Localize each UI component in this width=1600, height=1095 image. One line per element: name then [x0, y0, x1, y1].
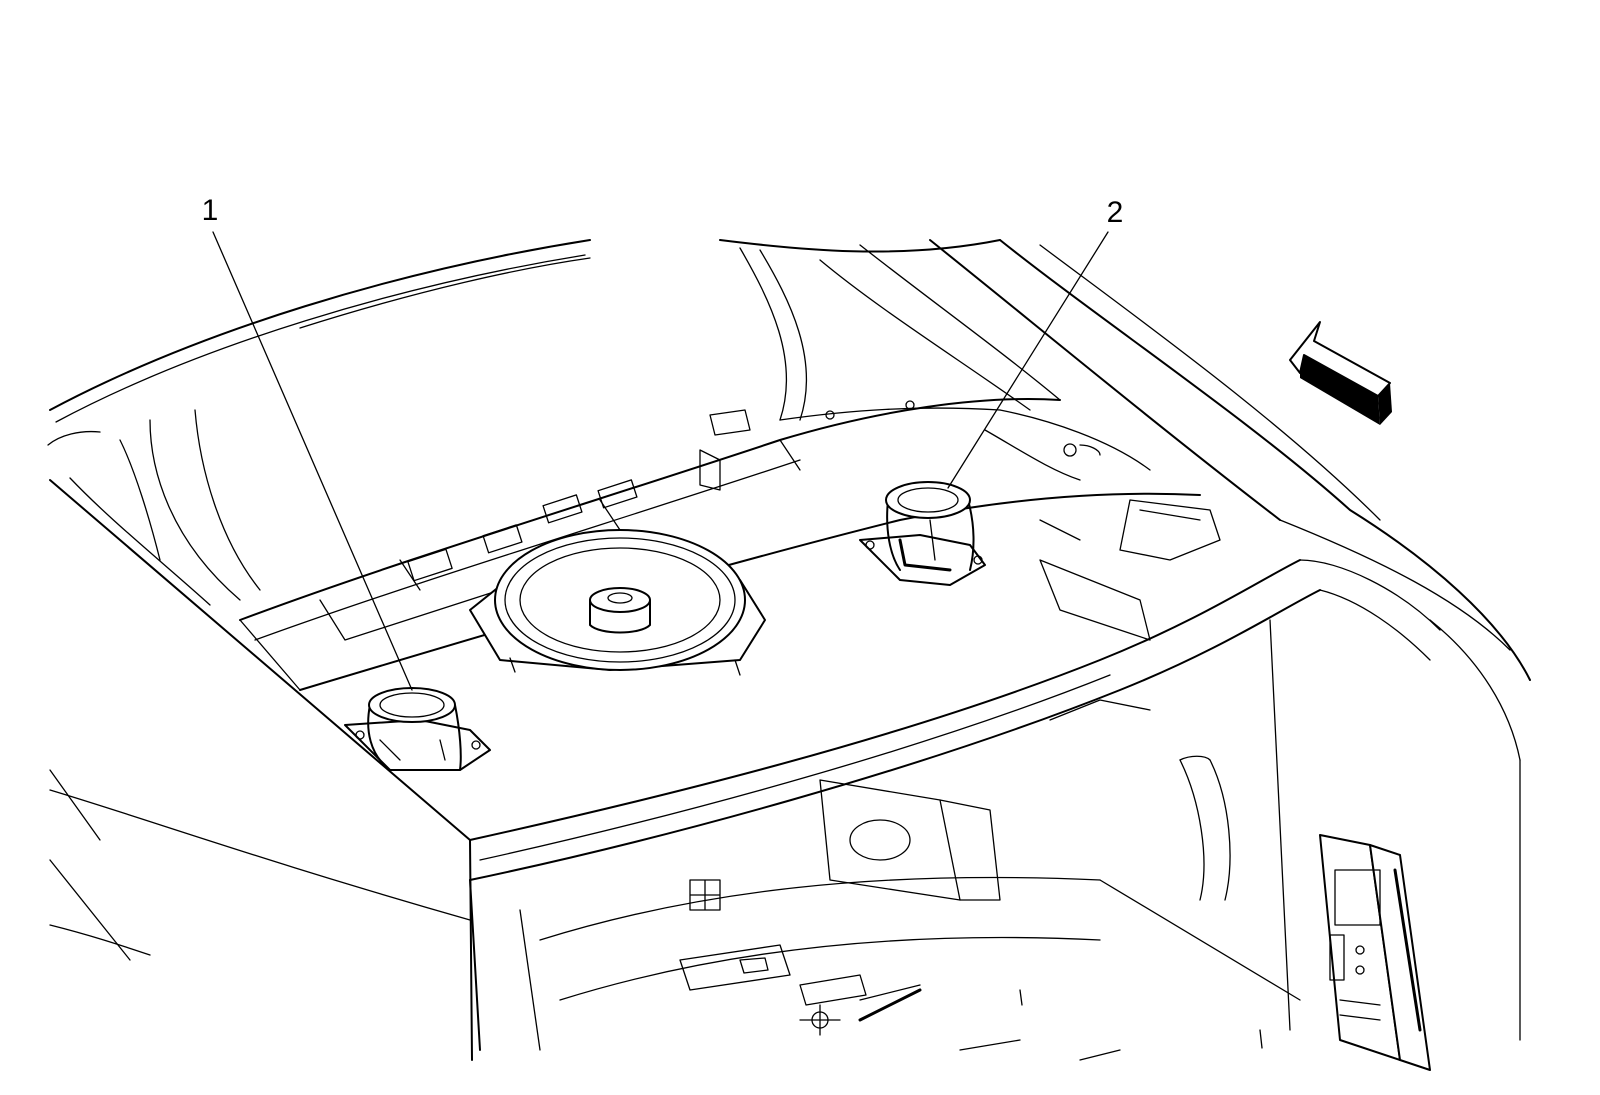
shelf-far-edge-details	[779, 400, 1221, 641]
callout-1-leader-line	[212, 231, 413, 691]
rear-header-crossmember	[469, 559, 1441, 1051]
subwoofer-speaker	[469, 529, 766, 676]
front-direction-arrow-icon	[1289, 321, 1392, 425]
rear-package-shelf	[239, 398, 1201, 691]
trunk-floor	[539, 876, 1263, 1061]
callout-2-label: 2	[1107, 196, 1124, 229]
left-rear-speaker	[344, 687, 491, 771]
callout-1-label: 1	[202, 194, 219, 227]
trunk-inner-panels	[689, 619, 1301, 1031]
left-quarter-panel	[47, 239, 591, 1061]
right-quarter-panel	[719, 239, 1531, 1041]
amplifier-module	[1319, 834, 1431, 1071]
right-rear-speaker	[859, 481, 986, 586]
callout-2-leader-line	[947, 231, 1109, 489]
